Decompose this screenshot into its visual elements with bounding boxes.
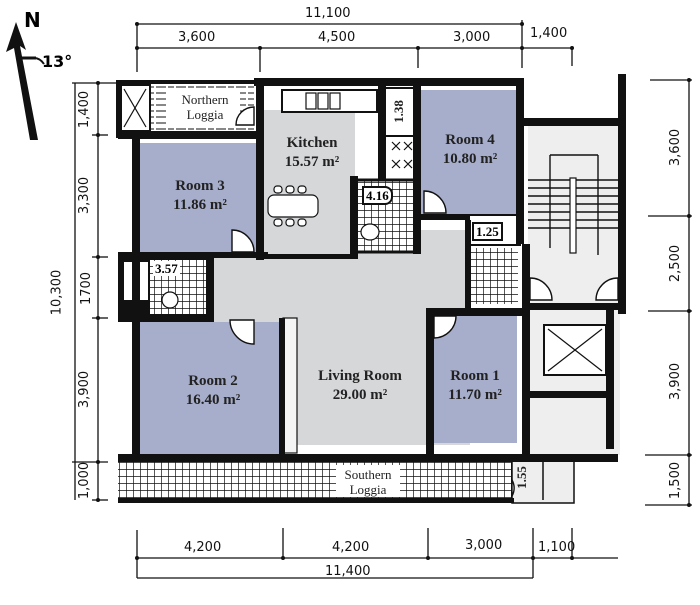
room1-label: Room 1 11.70 m² xyxy=(430,367,520,405)
dim-top-seg-3: 3,000 xyxy=(453,30,491,45)
room2-area xyxy=(140,322,280,455)
north-label: N xyxy=(24,8,41,32)
rotation-angle-label: 13° xyxy=(42,52,73,71)
northern-loggia-label: Northern Loggia xyxy=(181,92,229,122)
dim-bottom-total: 11,400 xyxy=(325,564,371,579)
southern-loggia-label: Southern Loggia xyxy=(344,467,392,497)
kitchen-name: Kitchen xyxy=(286,135,338,151)
dim-top-seg-2: 4,500 xyxy=(318,30,356,45)
dim-bottom-seg-3: 3,000 xyxy=(465,538,503,553)
dim-bottom-seg-4: 1,100 xyxy=(538,540,576,555)
room2-label: Room 2 16.40 m² xyxy=(168,372,258,410)
room2-area-text: 16.40 m² xyxy=(185,392,241,408)
living-room-label: Living Room 29.00 m² xyxy=(300,367,420,405)
room3-area-text: 11.86 m² xyxy=(173,197,227,213)
dim-top-seg-1: 3,600 xyxy=(178,30,216,45)
dim-bottom-seg-2: 4,200 xyxy=(332,540,370,555)
wc-area: 1.25 xyxy=(472,222,503,241)
room1-area-text: 11.70 m² xyxy=(448,387,502,403)
living-room-area: 29.00 m² xyxy=(332,387,388,403)
kitchen-label: Kitchen 15.57 m² xyxy=(272,134,352,172)
bathroom-main-area: 4.16 xyxy=(362,186,393,205)
room4-name: Room 4 xyxy=(445,132,495,148)
bathroom-small-area: 3.57 xyxy=(153,261,180,276)
room1-name: Room 1 xyxy=(450,368,500,384)
room4-area-text: 10.80 m² xyxy=(442,151,498,167)
storage-south-area: 1.55 xyxy=(513,466,529,489)
room2-name: Room 2 xyxy=(188,373,238,389)
living-room-name: Living Room xyxy=(318,368,402,384)
room3-label: Room 3 11.86 m² xyxy=(155,177,245,215)
storage-kitchen-area: 1.38 xyxy=(390,100,406,123)
dim-top-total: 11,100 xyxy=(305,6,351,21)
dim-bottom-seg-1: 4,200 xyxy=(184,540,222,555)
room3-name: Room 3 xyxy=(175,178,225,194)
dim-top-seg-4: 1,400 xyxy=(530,26,568,41)
north-arrow-icon xyxy=(6,22,45,140)
room1-area xyxy=(432,315,517,443)
room4-label: Room 4 10.80 m² xyxy=(425,131,515,169)
kitchen-area: 15.57 m² xyxy=(284,154,340,170)
north-compass: N 13° xyxy=(4,8,72,140)
